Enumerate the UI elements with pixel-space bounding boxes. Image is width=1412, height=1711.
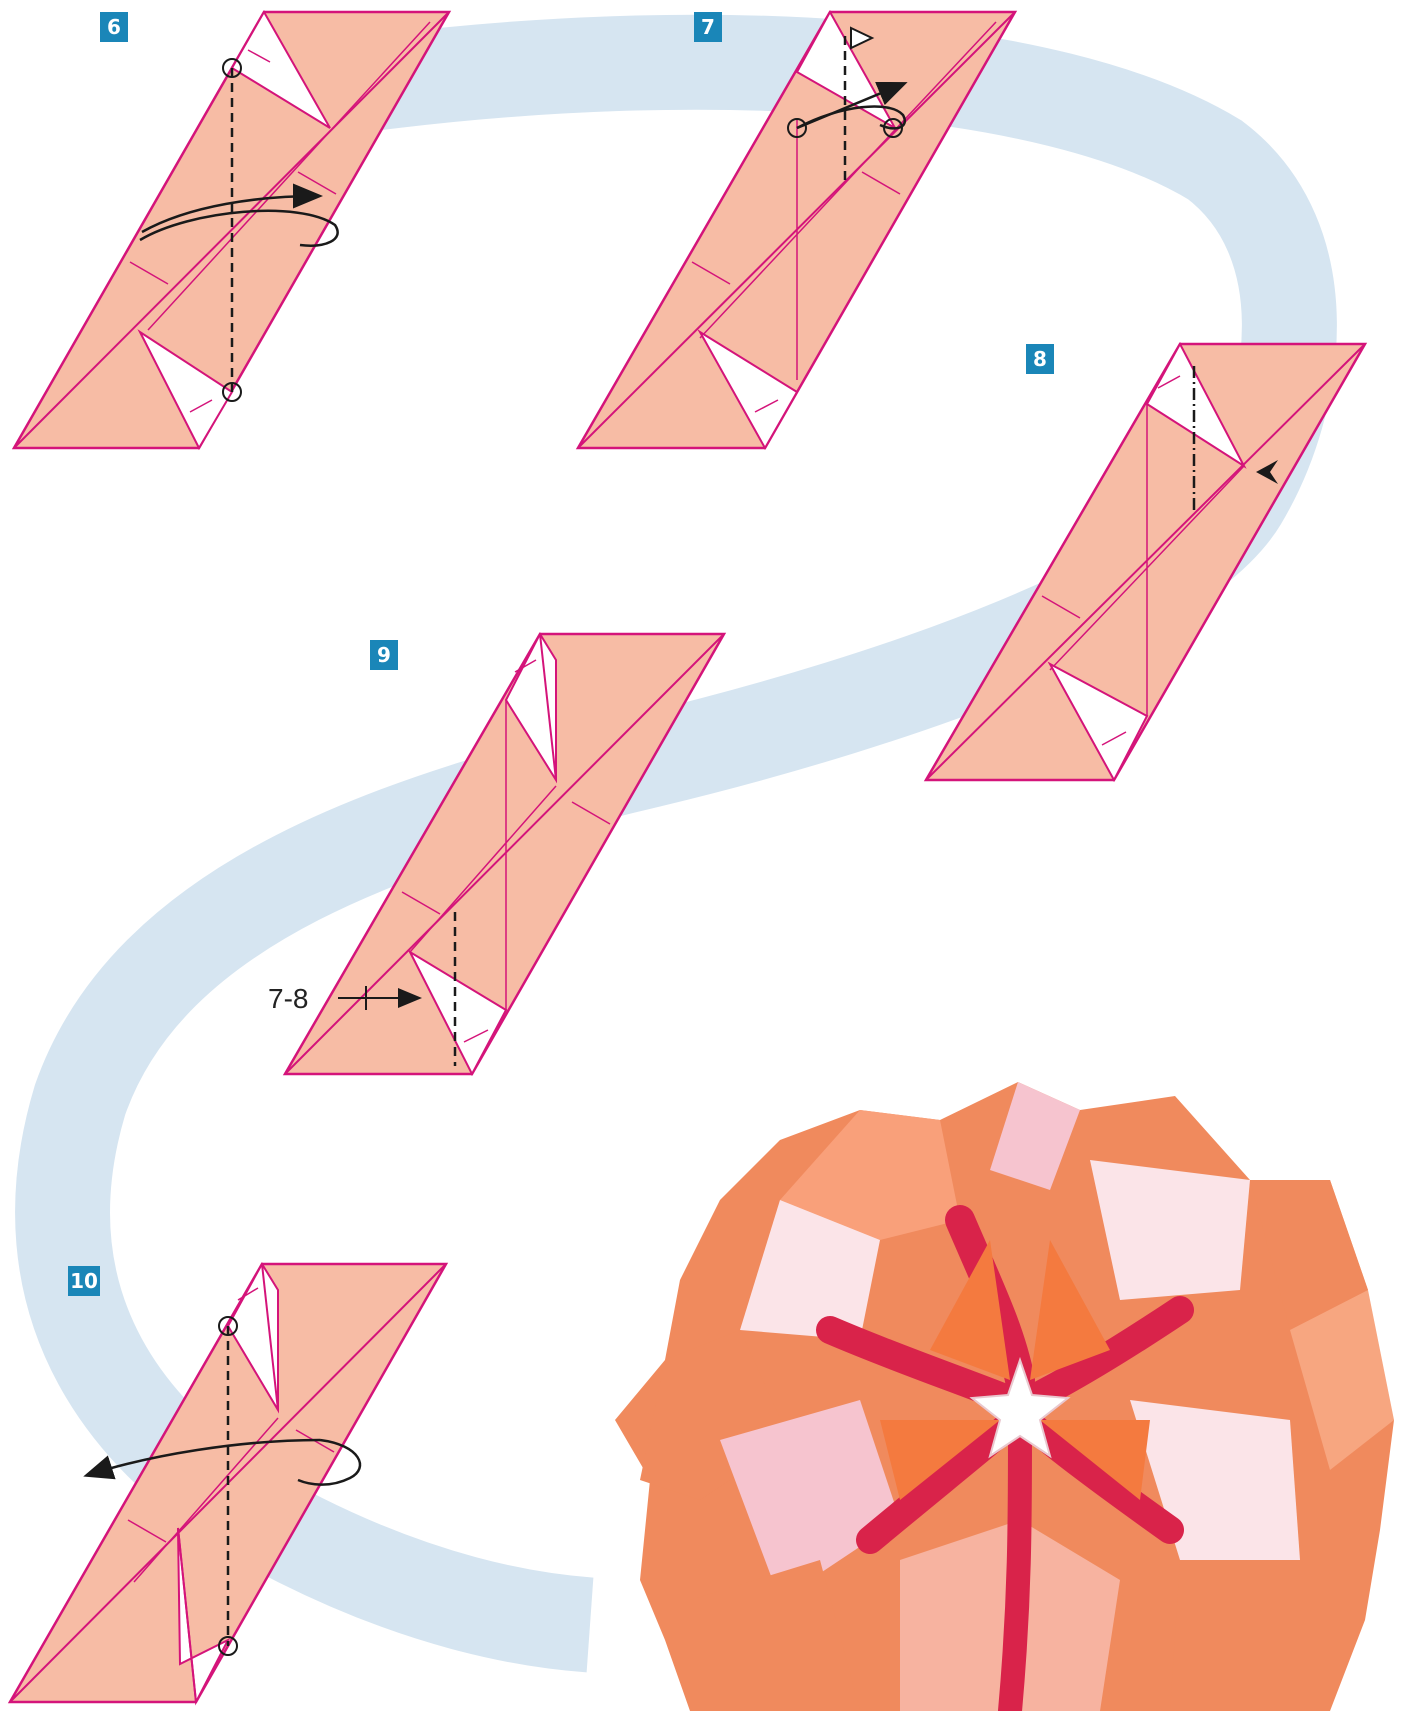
step-badge-8: 8 (1026, 344, 1054, 374)
kusudama-red-band (1010, 1430, 1020, 1711)
step-8-diagram (926, 344, 1365, 780)
measure-label: 7-8 (268, 983, 308, 1014)
step-number: 9 (377, 643, 391, 667)
step-badge-10: 10 (68, 1266, 100, 1296)
step-badge-7: 7 (694, 12, 722, 42)
step-badge-6: 6 (100, 12, 128, 42)
step-number: 8 (1033, 347, 1047, 371)
step-badge-9: 9 (370, 640, 398, 670)
step-number: 7 (701, 15, 715, 39)
kusudama-petal (1170, 1560, 1330, 1711)
step-6-diagram (14, 12, 449, 448)
step-number: 10 (70, 1269, 98, 1293)
step-number: 6 (107, 15, 121, 39)
kusudama-photo (615, 1082, 1394, 1711)
